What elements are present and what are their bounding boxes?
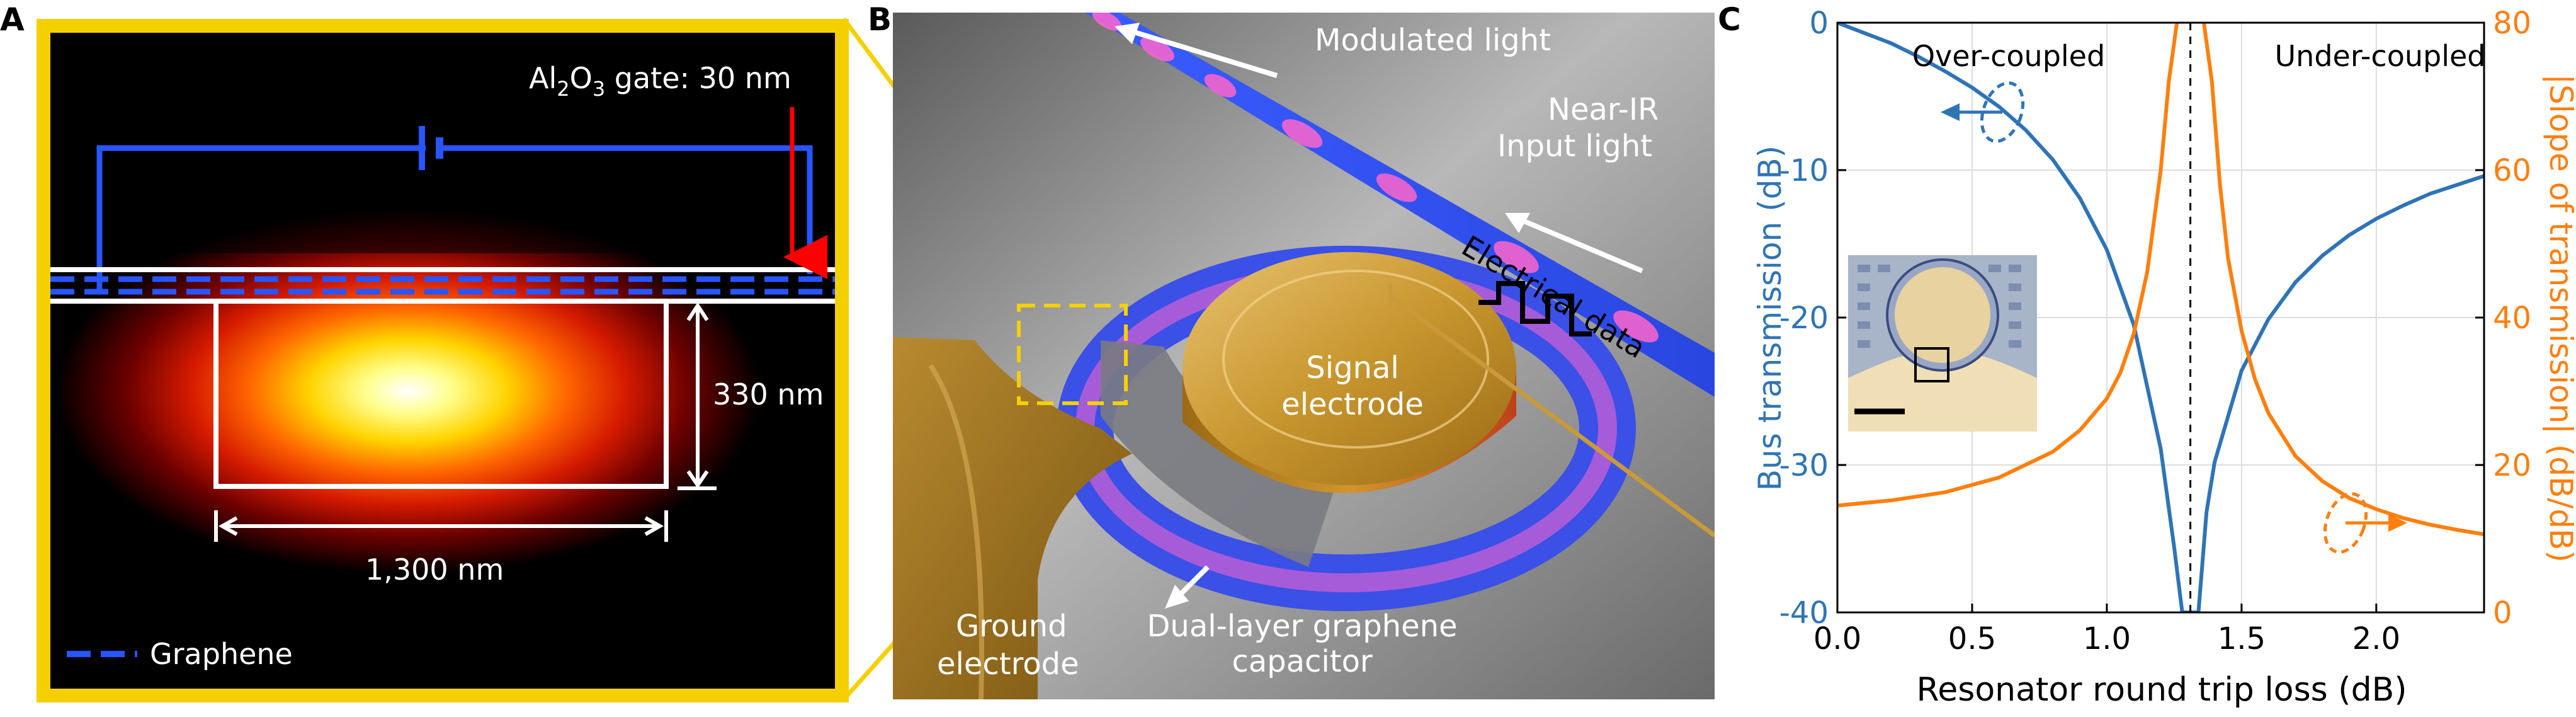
width-arrow-left — [218, 516, 238, 536]
over-coupled-label: Over-coupled — [1912, 39, 2105, 73]
panel-b-svg: Modulated light Near-IR Input light Elec… — [893, 9, 1716, 700]
x-tick-label: 0.5 — [1948, 621, 1996, 657]
gate-circuit-wire — [96, 145, 813, 292]
modulated-pulses — [1092, 9, 1659, 343]
y-axis-right-label: |Slope of transmission| (dB/dB) — [2543, 74, 2576, 563]
near-ir-label: Near-IR — [1548, 92, 1659, 127]
panel-a-svg: Al2O3 gate: 30 nm 330 nm 1,300 nm Graphe… — [37, 19, 849, 703]
input-light-label: Input light — [1497, 129, 1652, 164]
panel-b-device-render: Modulated light Near-IR Input light Elec… — [893, 9, 1716, 700]
bus-waveguide — [1085, 13, 1715, 397]
inset-disk — [1895, 267, 1990, 363]
width-arrow-right — [644, 516, 664, 536]
y-right-tick-label: 60 — [2493, 153, 2531, 188]
inset-zoom-box — [1914, 347, 1949, 382]
panel-label-c: C — [1718, 1, 1741, 38]
under-coupled-label: Under-coupled — [2275, 39, 2486, 73]
height-label: 330 nm — [713, 377, 824, 411]
right-axis-marker — [2323, 492, 2407, 554]
height-arrow-up — [686, 302, 709, 321]
probe-wire — [1388, 294, 1716, 537]
capacitor-label-2: capacitor — [1232, 644, 1373, 679]
square-wave-symbol — [1478, 281, 1592, 336]
series-layer — [1837, 23, 2484, 612]
x-tick-label: 2.0 — [2352, 621, 2400, 657]
zoom-box — [1017, 304, 1128, 405]
y-left-tick-label: 0 — [1809, 6, 1829, 41]
x-tick-label: 0.0 — [1813, 621, 1861, 657]
y-axis-left-label: Bus transmission (dB) — [1752, 146, 1788, 491]
height-arrow-down — [686, 470, 709, 489]
battery-gap — [426, 144, 436, 152]
y-right-tick-label: 0 — [2493, 595, 2512, 631]
signal-electrode-top — [1183, 252, 1516, 485]
panel-label-b: B — [868, 1, 892, 38]
capacitor-label: Dual-layer graphene — [1147, 609, 1457, 644]
device-inset — [1848, 255, 2037, 432]
y-right-tick-label: 40 — [2493, 301, 2531, 336]
y-left-tick-label: -20 — [1779, 301, 1829, 336]
light-arrows — [1115, 23, 1643, 609]
graphene-capacitor — [1101, 340, 1334, 567]
ground-electrode — [893, 337, 1132, 699]
gate-label: Al2O3 gate: 30 nm — [529, 61, 792, 101]
y-left-tick-label: -10 — [1779, 153, 1829, 188]
signal-label: Signal — [1306, 350, 1399, 386]
modulated-light-label: Modulated light — [1315, 23, 1551, 58]
panel-c-chart: 0.0 0.5 1.0 1.5 2.0 0 -10 -20 -30 -40 0 20 40 60 80 Ov… — [1713, 0, 2576, 714]
ground-electrode-label: electrode — [937, 646, 1079, 682]
signal-electrode-rim — [1222, 270, 1489, 449]
left-axis-marker — [1941, 81, 2025, 143]
transmission-chart: 0.0 0.5 1.0 1.5 2.0 0 -10 -20 -30 -40 0 20 40 60 80 Ov… — [1752, 6, 2576, 709]
waveguide-core — [213, 304, 669, 489]
panel-a-mode-profile: Al2O3 gate: 30 nm 330 nm 1,300 nm Graphe… — [37, 19, 849, 703]
x-tick-label: 1.0 — [2083, 621, 2131, 657]
x-tick-label: 1.5 — [2218, 621, 2266, 657]
ticks: 0.0 0.5 1.0 1.5 2.0 0 -10 -20 -30 -40 0 20 40 60 80 — [1779, 6, 2531, 657]
y-right-tick-label: 80 — [2493, 6, 2531, 41]
y-right-tick-label: 20 — [2493, 448, 2531, 483]
graphene-legend-label: Graphene — [150, 637, 293, 671]
series-line-left — [1837, 23, 2484, 612]
panel-label-a: A — [0, 1, 25, 38]
electrode-label: electrode — [1281, 387, 1424, 422]
y-left-tick-label: -30 — [1779, 448, 1829, 483]
inset-fill-pattern — [1858, 265, 2021, 348]
x-axis-label: Resonator round trip loss (dB) — [1916, 671, 2407, 709]
y-left-tick-label: -40 — [1779, 595, 1829, 631]
width-label: 1,300 nm — [365, 553, 504, 587]
ground-label: Ground — [956, 609, 1067, 644]
ground-edge — [928, 364, 984, 700]
series-line-right — [1837, 23, 2484, 536]
